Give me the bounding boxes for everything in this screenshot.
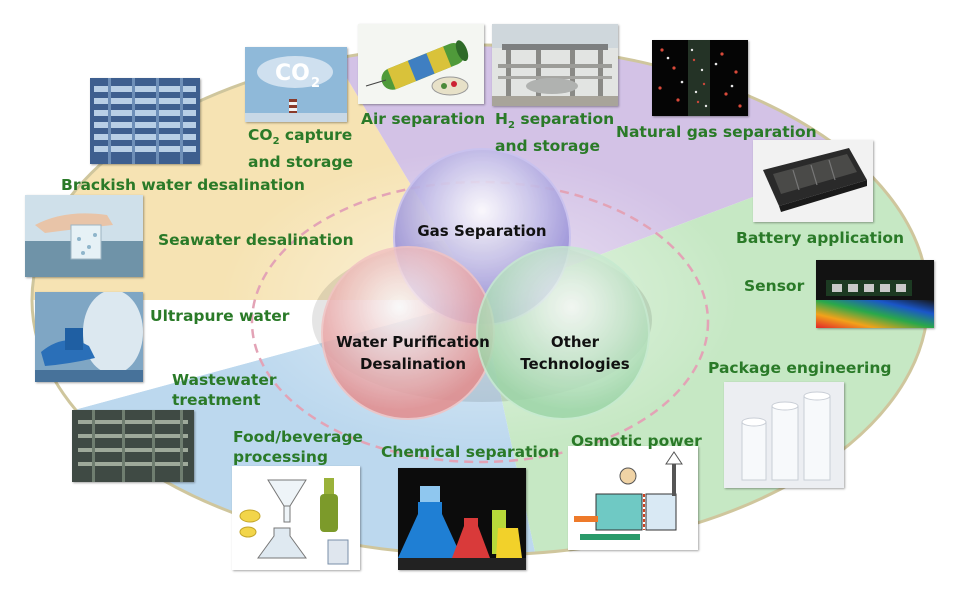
film-rolls-icon <box>724 382 844 488</box>
osmotic-power-icon <box>568 446 698 550</box>
air-separation-module-icon <box>358 24 484 104</box>
h2-separation-label: H2 separation and storage <box>495 109 614 156</box>
food-lab-icon <box>232 466 360 570</box>
other-technologies-line2: Technologies <box>520 355 630 373</box>
ultrapure-water-icon <box>35 292 143 382</box>
water-purification-line2: Desalination <box>359 355 467 373</box>
air-separation-label: Air separation <box>361 110 486 128</box>
dashed-ring <box>250 180 710 464</box>
water-purification-label: Water Purification Desalination <box>328 331 498 375</box>
brackish-water-label: Brackish water desalination <box>61 176 305 194</box>
chemical-separation-label: Chemical separation <box>381 443 560 461</box>
wastewater-treatment-label: Wastewater treatment <box>172 370 277 410</box>
gas-separation-label: Gas Separation <box>417 222 547 240</box>
osmotic-power-label: Osmotic power <box>571 432 702 450</box>
other-technologies-circle <box>476 246 650 420</box>
wastewater-tank-icon <box>72 410 194 482</box>
co2-capture-line1: CO2 capture <box>248 126 353 148</box>
seawater-desalination-label: Seawater desalination <box>158 231 354 249</box>
wastewater-line1: Wastewater <box>172 371 277 389</box>
food-line2: processing <box>233 448 328 466</box>
co2-cloud-icon: CO 2 <box>245 47 347 122</box>
battery-application-label: Battery application <box>736 229 905 247</box>
sensor-chip-icon <box>816 260 934 328</box>
natural-gas-membrane-icon <box>652 40 748 116</box>
other-technologies-line1: Other <box>550 333 600 351</box>
svg-text:CO: CO <box>275 61 310 86</box>
water-purification-line1: Water Purification <box>336 333 490 351</box>
h2-separation-line2: and storage <box>495 137 600 156</box>
wastewater-line2: treatment <box>172 391 261 409</box>
food-beverage-label: Food/beverage processing <box>233 427 363 467</box>
food-line1: Food/beverage <box>233 428 363 446</box>
hydrogen-plant-icon <box>492 24 618 106</box>
chemical-flasks-icon <box>398 468 526 570</box>
battery-pack-icon <box>753 140 873 222</box>
ultrapure-water-label: Ultrapure water <box>150 307 290 325</box>
co2-capture-line2: and storage <box>248 153 353 172</box>
seawater-hand-icon <box>25 195 143 277</box>
ro-plant-icon <box>90 78 200 164</box>
h2-separation-line1: H2 separation <box>495 110 615 132</box>
co2-capture-label: CO2 capture and storage <box>248 125 353 172</box>
svg-text:2: 2 <box>311 76 320 91</box>
sensor-label: Sensor <box>744 277 805 295</box>
package-engineering-label: Package engineering <box>708 359 892 377</box>
other-technologies-label: Other Technologies <box>505 331 645 375</box>
natural-gas-separation-label: Natural gas separation <box>616 123 817 141</box>
